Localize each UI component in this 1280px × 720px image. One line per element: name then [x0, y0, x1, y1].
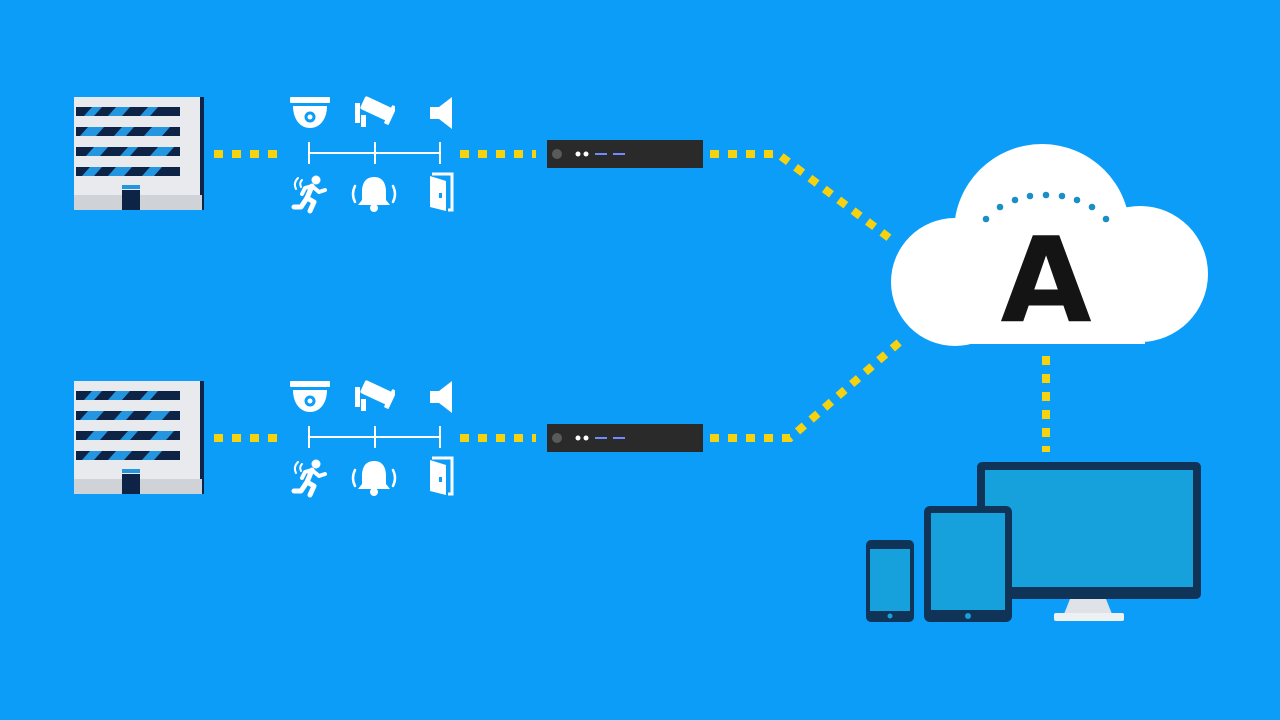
cloud-icon	[891, 144, 1208, 346]
office-building-icon	[74, 97, 204, 210]
device-bus	[308, 426, 441, 448]
connector-recorder2-cloud	[710, 336, 905, 442]
network-video-recorder-icon	[547, 424, 703, 452]
tablet-icon	[924, 506, 1012, 622]
signal-dots	[982, 191, 1110, 223]
site-1	[74, 95, 703, 212]
desktop-monitor-icon	[977, 462, 1201, 621]
connection-lines	[214, 150, 1050, 452]
office-building-icon	[74, 381, 204, 494]
cloud-logo-letter: A	[1000, 211, 1091, 349]
client-devices	[866, 462, 1201, 622]
smartphone-icon	[866, 540, 914, 622]
device-bus	[308, 142, 441, 164]
cloud-service: A	[891, 144, 1208, 349]
network-video-recorder-icon	[547, 140, 703, 168]
site-2	[74, 379, 703, 496]
connector-recorder1-cloud	[710, 150, 899, 247]
